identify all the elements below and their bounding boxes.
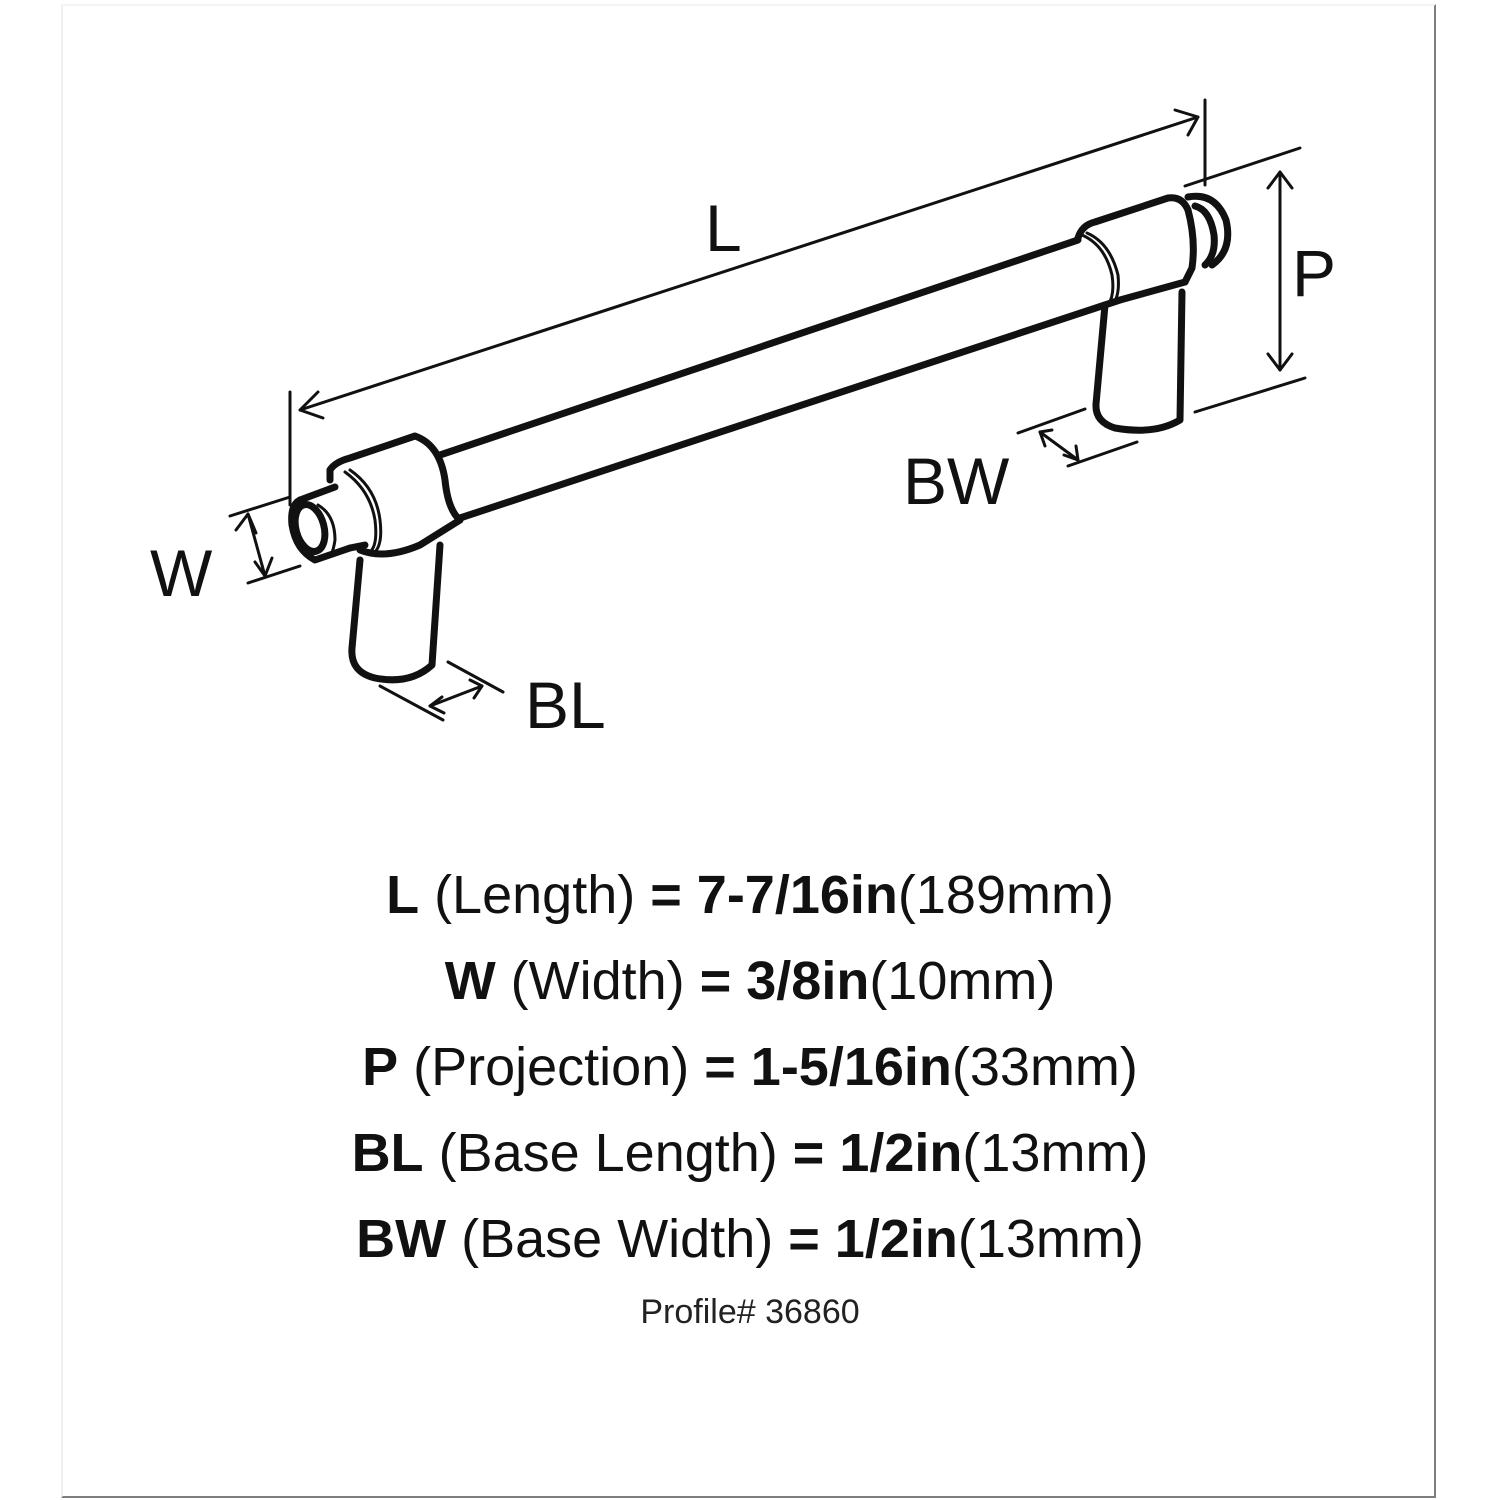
base-length-dimension [378,660,505,722]
spec-name: (Base Width) [461,1209,774,1269]
spec-key: L [386,865,420,925]
spec-name: (Width) [510,951,685,1011]
spec-equals: = [788,1209,820,1269]
spec-inch-value: 1/2in [839,1123,963,1183]
spec-row-width: W (Width) = 3/8in(10mm) [0,938,1500,1024]
label-base-length: BL [525,668,606,742]
spec-row-projection: P (Projection) = 1-5/16in(33mm) [0,1024,1500,1110]
spec-equals: = [704,1037,736,1097]
width-dimension [228,495,302,585]
projection-dimension [1183,146,1307,414]
spec-mm-value: (13mm) [957,1209,1144,1269]
length-dimension [288,98,1207,507]
image-frame [61,4,1436,1498]
spec-mm-value: (189mm) [897,865,1114,925]
spec-mm-value: (33mm) [951,1037,1138,1097]
spec-mm-value: (13mm) [962,1123,1149,1183]
right-collar [1074,194,1192,304]
spec-row-base-width: BW (Base Width) = 1/2in(13mm) [0,1196,1500,1282]
handle-drawing [228,98,1307,722]
spec-key: W [444,951,496,1011]
spec-name: (Projection) [413,1037,690,1097]
spec-mm-value: (10mm) [869,951,1056,1011]
profile-number: Profile# 36860 [640,1293,860,1331]
spec-name: (Base Length) [438,1123,778,1183]
spec-key: BW [356,1209,447,1269]
label-length: L [705,191,742,265]
spec-key: P [362,1037,399,1097]
spec-inch-value: 1/2in [834,1209,958,1269]
label-projection: P [1292,236,1337,310]
spec-equals: = [699,951,732,1011]
left-post [348,541,444,684]
spec-row-base-length: BL (Base Length) = 1/2in(13mm) [0,1110,1500,1196]
handle-bar [436,236,1124,522]
spec-row-length: L (Length) = 7-7/16in(189mm) [0,852,1500,938]
right-post [1092,288,1186,434]
spec-equals: = [650,865,682,925]
base-width-dimension [1016,407,1139,468]
spec-inch-value: 7-7/16in [696,865,898,925]
left-end-cap [288,483,354,564]
spec-inch-value: 1-5/16in [750,1037,952,1097]
spec-name: (Length) [434,865,636,925]
spec-inch-value: 3/8in [746,951,870,1011]
label-base-width: BW [903,444,1010,518]
label-width: W [150,536,213,610]
spec-key: BL [351,1123,424,1183]
right-end-cap [1181,192,1232,286]
specifications-list: L (Length) = 7-7/16in(189mm) W (Width) =… [0,852,1500,1282]
spec-equals: = [792,1123,825,1183]
